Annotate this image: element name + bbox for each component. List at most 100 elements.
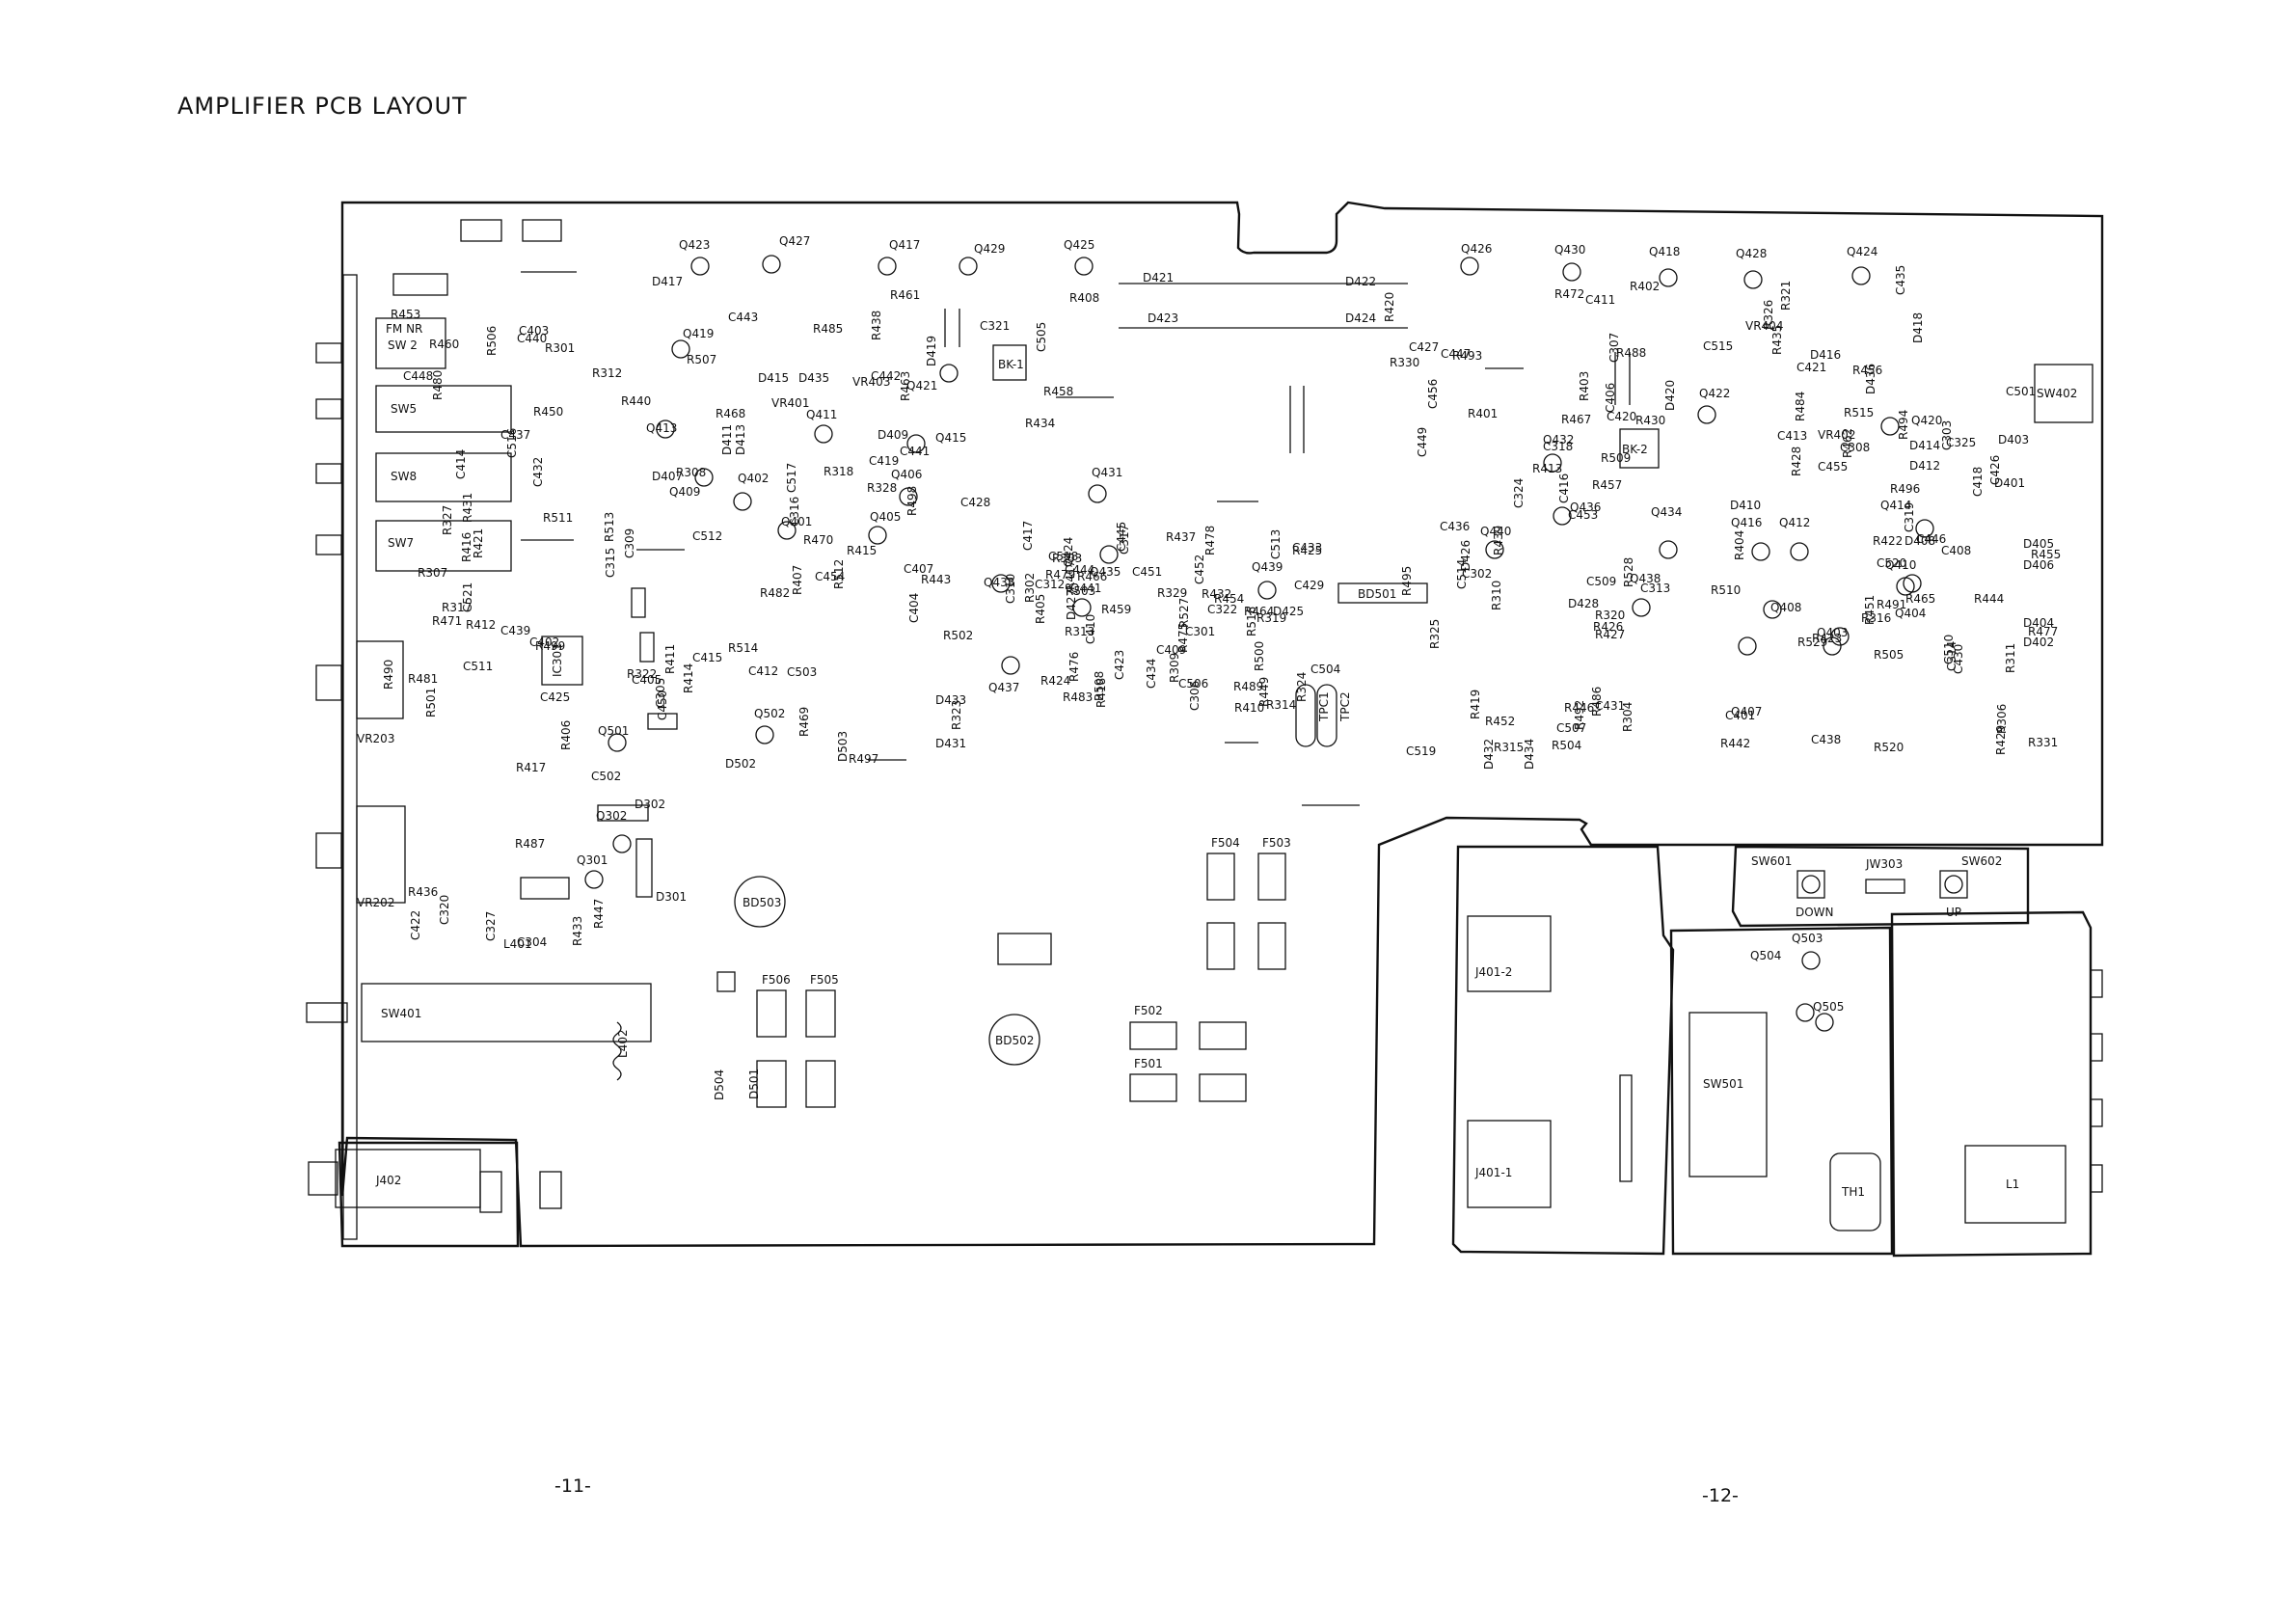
label-d433: D433 [935,693,966,707]
label-q433: Q433 [984,576,1014,589]
label-q436: Q436 [1570,501,1601,514]
label-c431: C431 [1595,699,1625,713]
label-r478: R478 [1203,526,1217,555]
label-r315: R315 [1494,741,1524,754]
label-c448: C448 [403,369,433,383]
label-d414: D414 [1909,439,1940,452]
label-r512: R512 [832,559,846,589]
label-q420: Q420 [1911,414,1942,427]
label-q412: Q412 [1779,516,1810,529]
label-c417: C417 [1021,521,1035,551]
sw601-button [1796,870,1825,899]
label-c305: C305 [654,678,667,708]
label-q425: Q425 [1064,238,1094,252]
label-r510: R510 [1711,583,1741,597]
label-r430: R430 [1635,414,1665,427]
label-d422: D422 [1345,275,1376,288]
l1-edge-tabs [2090,969,2103,1193]
label-r328: R328 [867,481,897,495]
label-d418: D418 [1911,312,1925,343]
label-d436: D436 [1864,364,1877,394]
label-r415: R415 [847,544,877,557]
down-label: DOWN [1796,906,1834,919]
label-c445: C445 [1115,522,1128,552]
label-c515: C515 [1703,339,1733,353]
ic301-body [541,636,583,686]
label-r485: R485 [813,322,843,336]
label-c426: C426 [1988,455,2002,485]
subboard-sw601-outline [1731,845,2030,928]
label-r529: R529 [1797,636,1827,649]
label-c408: C408 [1941,544,1971,557]
label-r417: R417 [516,761,546,774]
label-d504: D504 [713,1069,726,1100]
label-r316: R316 [1861,611,1891,625]
label-c317: C317 [1118,525,1131,555]
label-c312: C312 [1035,578,1065,591]
label-r318: R318 [824,465,853,478]
label-c449: C449 [1416,427,1429,457]
label-c327: C327 [484,911,498,941]
label-d425: D425 [1273,605,1304,618]
label-r437: R437 [1166,530,1196,544]
label-r481: R481 [408,672,438,686]
label-r319: R319 [1256,611,1286,625]
tpc2-body [1316,684,1337,747]
label-c304: C304 [517,935,547,949]
label-c412: C412 [748,664,778,678]
transistor-symbols [584,255,1934,1032]
label-c308: C308 [1840,441,1870,454]
label-r513: R513 [603,512,616,542]
label-d301: D301 [656,890,687,904]
label-r406: R406 [559,720,573,750]
main-board-outline [340,201,2104,1248]
label-r454: R454 [1214,592,1244,606]
label-r509: R509 [1601,451,1631,465]
label-c405: C405 [632,673,662,687]
label-r499: R499 [535,639,565,653]
fuse-bodies [756,853,1286,1108]
label-d405: D405 [2023,537,2054,551]
label-r414: R414 [682,663,695,693]
diode-labels: D417 D415 D435 D419 D409 D411 D413 D407 … [635,271,2054,1100]
jw303-body [1865,879,1905,894]
label-d426: D426 [1459,540,1472,571]
label-c321: C321 [980,319,1010,333]
label-r491: R491 [1877,598,1906,611]
pcb-traces [521,271,1631,806]
label-r461: R461 [890,288,920,302]
label-c428: C428 [960,496,990,509]
label-c422: C422 [409,910,422,940]
label-r401: R401 [1468,407,1498,420]
label-r520: R520 [1874,741,1904,754]
label-r460: R460 [429,338,459,351]
top-pads [392,219,2093,1209]
label-c303: C303 [1940,420,1954,450]
label-c513: C513 [1269,529,1283,559]
label-c503: C503 [787,665,817,679]
label-q432: Q432 [1543,433,1574,447]
label-r450: R450 [533,405,563,419]
label-c306: C306 [1188,681,1202,711]
th1-label: TH1 [1841,1185,1865,1199]
label-c511: C511 [463,660,493,673]
label-r505: R505 [1874,648,1904,662]
trimmer-labels: VR401 VR403 VR404 VR402 [771,319,1855,442]
label-q409: Q409 [669,485,700,499]
label-q407: Q407 [1731,705,1762,718]
label-r432: R432 [1202,587,1231,601]
bd501-label: BD501 [1358,587,1396,601]
l401-label: L401 [503,937,532,951]
label-d411: D411 [720,424,734,455]
sw8-label: SW8 [391,470,417,483]
j401-2-body [1467,915,1552,992]
label-c324: C324 [1512,478,1526,508]
label-c415: C415 [692,651,722,664]
label-r455: R455 [2031,548,2061,561]
bk2-label: BK-2 [1622,443,1648,456]
bd502-body [988,1014,1040,1066]
label-c403: C403 [519,324,549,338]
sw402-label: SW402 [2037,387,2077,400]
label-r507: R507 [687,353,716,366]
